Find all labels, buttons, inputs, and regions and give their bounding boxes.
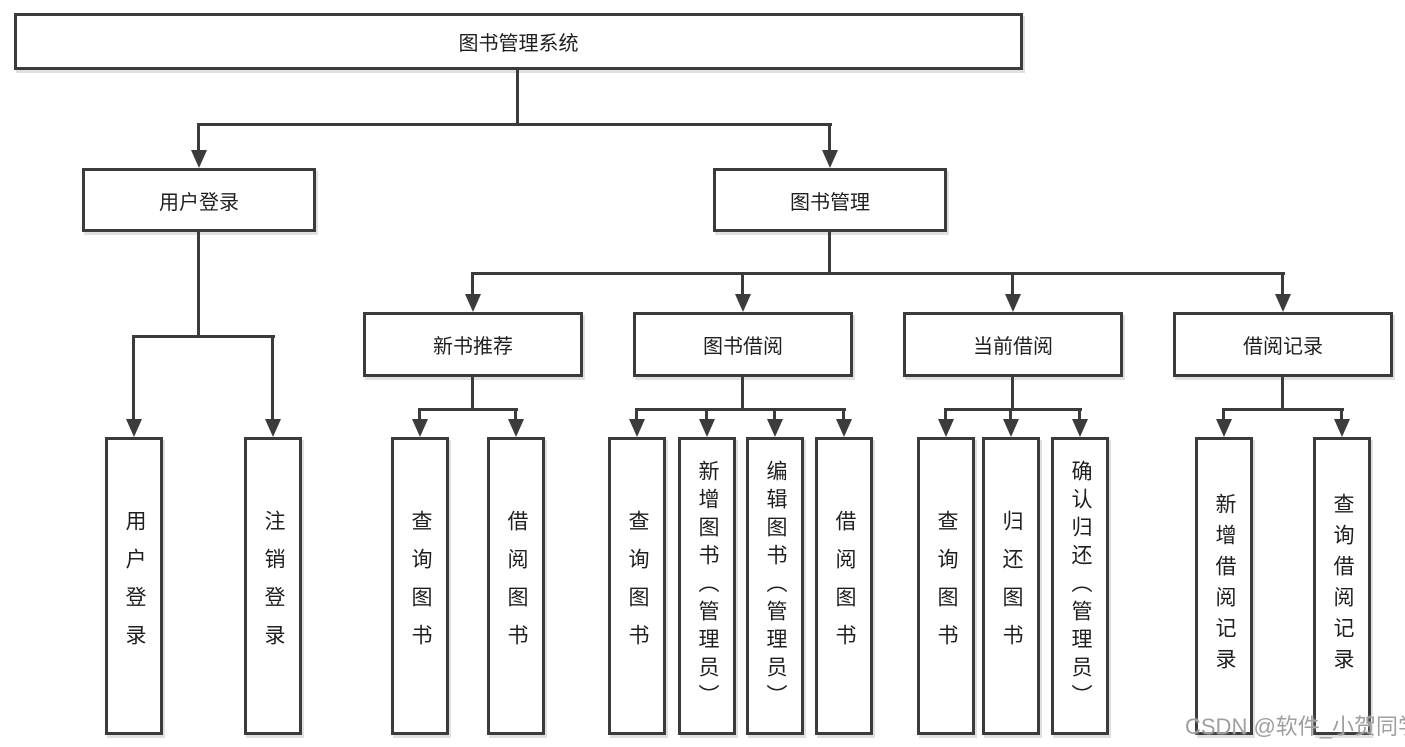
node-user-login: 用户登录 [82,168,316,232]
connector-line [197,123,832,126]
node-borrow-record: 借阅记录 [1173,312,1393,377]
connector-line [944,411,947,421]
node-leaf-query-borrow-record: 查询借阅记录 [1313,437,1371,735]
node-label: 图书管理 [790,191,870,214]
node-new-book-recommend: 新书推荐 [363,312,583,377]
connector-line [514,411,517,421]
connector-line [1011,275,1014,297]
node-label: 注销登录 [262,510,285,662]
arrow-down-icon [1003,419,1019,437]
arrow-down-icon [1005,294,1021,312]
node-leaf-borrow-book-b: 借阅图书 [815,437,873,735]
node-label: 归还图书 [1000,510,1023,662]
node-leaf-confirm-return-admin: 确认归还（管理员） [1051,437,1109,735]
node-book-borrow: 图书借阅 [633,312,853,377]
arrow-down-icon [1072,419,1088,437]
node-label: 借阅图书 [833,510,856,662]
connector-line [1009,411,1012,421]
arrow-down-icon [699,419,715,437]
connector-line [132,338,135,420]
connector-line [828,126,831,152]
connector-line [418,408,518,411]
node-leaf-query-book-b: 查询图书 [608,437,666,735]
node-leaf-logout: 注销登录 [244,437,302,735]
node-label: 图书管理系统 [458,33,579,55]
node-current-borrow: 当前借阅 [903,312,1123,377]
connector-line [635,408,846,411]
node-label: 图书借阅 [703,336,783,358]
connector-line [516,70,519,123]
node-leaf-user-login: 用户登录 [105,437,163,735]
connector-line [197,126,200,152]
arrow-down-icon [767,419,783,437]
connector-line [471,272,1285,275]
arrow-down-icon [508,419,524,437]
node-label: 新增借阅记录 [1213,493,1236,679]
node-label: 借阅图书 [505,510,528,662]
arrow-down-icon [735,294,751,312]
node-leaf-add-book-admin: 新增图书（管理员） [678,437,736,735]
node-label: 借阅记录 [1243,336,1323,358]
connector-line [1222,411,1225,421]
connector-line [635,411,638,421]
arrow-down-icon [629,419,645,437]
node-label: 当前借阅 [973,336,1053,358]
connector-line [944,408,1082,411]
arrow-down-icon [1216,419,1232,437]
connector-line [1340,411,1343,421]
node-leaf-query-book-a: 查询图书 [391,437,449,735]
arrow-down-icon [1275,294,1291,312]
connector-line [741,377,744,411]
node-label: 用户登录 [123,510,146,662]
connector-line [828,232,831,275]
connector-line [471,275,474,297]
node-label: 查询图书 [935,510,958,662]
connector-line [1011,377,1014,411]
connector-line [197,232,200,338]
arrow-down-icon [938,419,954,437]
node-label: 用户登录 [159,191,239,214]
arrow-down-icon [265,419,281,437]
connector-line [1281,377,1284,411]
node-label: 查询图书 [409,510,432,662]
csdn-watermark: CSDN @软件_小贺同学 [1185,714,1405,739]
node-label: 查询借阅记录 [1331,493,1354,679]
arrow-down-icon [1334,419,1350,437]
node-root-library-system: 图书管理系统 [14,13,1023,70]
node-leaf-query-book-c: 查询图书 [917,437,975,735]
connector-line [418,411,421,421]
connector-line [1281,275,1284,297]
node-label: 确认归还（管理员） [1069,460,1092,712]
node-leaf-edit-book-admin: 编辑图书（管理员） [746,437,804,735]
arrow-down-icon [191,150,207,168]
node-leaf-return-book: 归还图书 [982,437,1040,735]
node-label: 查询图书 [626,510,649,662]
node-label: 编辑图书（管理员） [764,460,787,712]
arrow-down-icon [836,419,852,437]
connector-line [1222,408,1344,411]
node-label: 新书推荐 [433,336,513,358]
node-book-management: 图书管理 [713,168,947,232]
connector-line [271,338,274,420]
connector-line [705,411,708,421]
arrow-down-icon [465,294,481,312]
connector-line [1078,411,1081,421]
node-label: 新增图书（管理员） [696,460,719,712]
connector-line [471,377,474,411]
connector-line [741,275,744,297]
arrow-down-icon [126,419,142,437]
arrow-down-icon [412,419,428,437]
connector-line [132,335,275,338]
connector-line [842,411,845,421]
arrow-down-icon [822,150,838,168]
connector-line [773,411,776,421]
node-leaf-borrow-book-a: 借阅图书 [487,437,545,735]
node-leaf-add-borrow-record: 新增借阅记录 [1195,437,1253,735]
